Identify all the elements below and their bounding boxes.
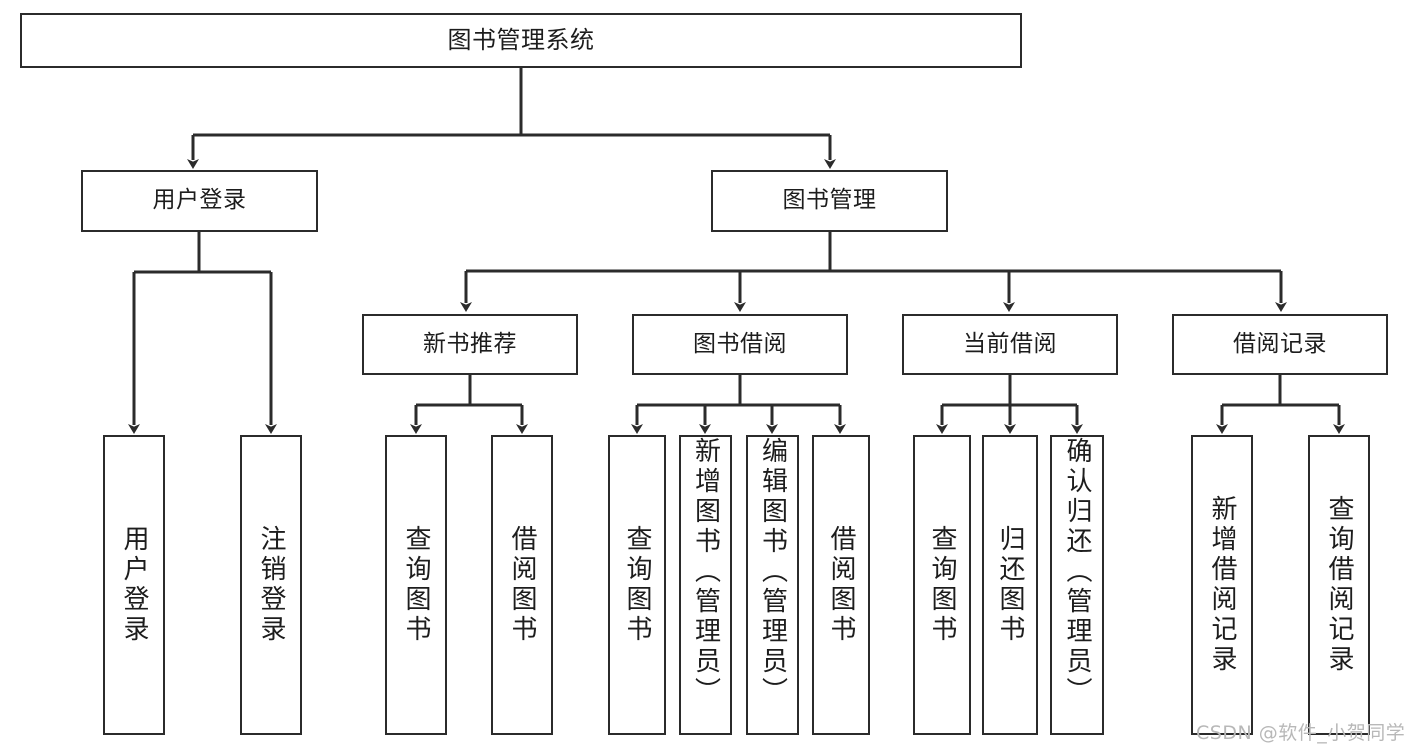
node-book-manage[interactable]: 图书管理: [711, 170, 948, 232]
node-leaf-query-record[interactable]: 查询借阅记录: [1308, 435, 1370, 735]
node-leaf-edit-book[interactable]: 编辑图书（管理员）: [746, 435, 799, 735]
node-leaf-borrow-book-2-label: 借阅图书: [826, 525, 856, 645]
node-borrow-record-label: 借阅记录: [1233, 330, 1327, 357]
node-leaf-user-login-label: 用户登录: [119, 525, 149, 645]
node-new-book-recommend[interactable]: 新书推荐: [362, 314, 578, 375]
node-leaf-query-book-1-label: 查询图书: [401, 525, 431, 645]
node-borrow-record[interactable]: 借阅记录: [1172, 314, 1388, 375]
node-leaf-user-logout-label: 注销登录: [256, 525, 286, 645]
node-root-label: 图书管理系统: [447, 26, 595, 55]
node-user-login-label: 用户登录: [152, 187, 247, 214]
node-book-borrow[interactable]: 图书借阅: [632, 314, 848, 375]
node-root[interactable]: 图书管理系统: [20, 13, 1022, 68]
node-leaf-borrow-book-1-label: 借阅图书: [507, 525, 537, 645]
node-leaf-add-book[interactable]: 新增图书（管理员）: [679, 435, 732, 735]
node-current-borrow-label: 当前借阅: [963, 330, 1057, 357]
node-leaf-add-record[interactable]: 新增借阅记录: [1191, 435, 1253, 735]
node-leaf-confirm-return-label: 确认归还（管理员）: [1062, 437, 1092, 707]
node-leaf-add-record-label: 新增借阅记录: [1207, 495, 1237, 675]
node-leaf-query-book-2-label: 查询图书: [622, 525, 652, 645]
node-leaf-user-login[interactable]: 用户登录: [103, 435, 165, 735]
node-leaf-query-book-3-label: 查询图书: [927, 525, 957, 645]
node-leaf-borrow-book-1[interactable]: 借阅图书: [491, 435, 553, 735]
node-leaf-query-book-3[interactable]: 查询图书: [913, 435, 971, 735]
node-leaf-return-book-label: 归还图书: [995, 525, 1025, 645]
node-leaf-user-logout[interactable]: 注销登录: [240, 435, 302, 735]
watermark-text: CSDN @软件_小贺同学: [1196, 722, 1405, 744]
node-leaf-edit-book-label: 编辑图书（管理员）: [757, 437, 788, 707]
node-leaf-query-record-label: 查询借阅记录: [1324, 495, 1354, 675]
node-leaf-query-book-2[interactable]: 查询图书: [608, 435, 666, 735]
node-user-login[interactable]: 用户登录: [81, 170, 318, 232]
node-leaf-return-book[interactable]: 归还图书: [982, 435, 1038, 735]
node-current-borrow[interactable]: 当前借阅: [902, 314, 1118, 375]
node-book-manage-label: 图书管理: [782, 187, 877, 214]
node-new-book-recommend-label: 新书推荐: [423, 330, 517, 357]
node-leaf-confirm-return[interactable]: 确认归还（管理员）: [1050, 435, 1104, 735]
node-leaf-borrow-book-2[interactable]: 借阅图书: [812, 435, 870, 735]
node-leaf-query-book-1[interactable]: 查询图书: [385, 435, 447, 735]
node-book-borrow-label: 图书借阅: [693, 330, 787, 357]
node-leaf-add-book-label: 新增图书（管理员）: [690, 437, 721, 707]
